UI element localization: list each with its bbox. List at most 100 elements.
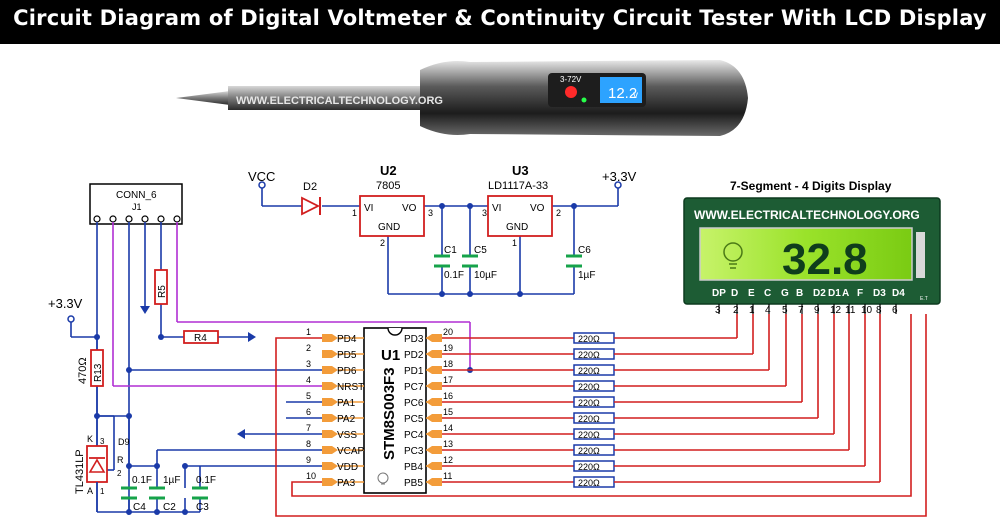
u3-pin-gnd: 1 bbox=[512, 238, 517, 248]
mcu-left-pins: 1PD42PD53PD64NRST5PA16PA27VSS8VCAP9VDD10… bbox=[306, 327, 365, 489]
c1-ref: C1 bbox=[444, 245, 457, 256]
u2-part: 7805 bbox=[376, 180, 400, 192]
mcu-pin-marker bbox=[426, 478, 442, 486]
c4-ref: C4 bbox=[133, 502, 146, 513]
mcu-left-pin-name: PD6 bbox=[337, 366, 357, 377]
display-bezel-tab bbox=[916, 232, 925, 278]
ground-arrow-r4 bbox=[248, 332, 256, 342]
c5-value: 10µF bbox=[474, 270, 497, 281]
mcu-left-pin-name: PD5 bbox=[337, 350, 357, 361]
v33-left-terminal bbox=[67, 315, 75, 323]
regulator-u2 bbox=[359, 195, 425, 237]
mcu-right-pin-number: 17 bbox=[443, 375, 453, 385]
segment-resistor-label: 220Ω bbox=[578, 446, 600, 456]
mcu-left-pin-name: PA1 bbox=[337, 398, 356, 409]
mcu-right-pin-number: 13 bbox=[443, 439, 453, 449]
mcu-left-pin-name: VSS bbox=[337, 430, 357, 441]
u2-pin-out: 3 bbox=[428, 208, 433, 218]
r5-label: R5 bbox=[157, 285, 168, 298]
segment-resistor-label: 220Ω bbox=[578, 414, 600, 424]
mcu-u1 bbox=[363, 327, 427, 494]
mcu-left-pin-number: 1 bbox=[306, 327, 311, 337]
display-pin-number: 3 bbox=[715, 305, 721, 316]
mcu-right-pin-number: 20 bbox=[443, 327, 453, 337]
mcu-left-pin-number: 5 bbox=[306, 391, 311, 401]
resistor-r13 bbox=[90, 349, 104, 387]
mcu-left-pin-number: 10 bbox=[306, 471, 316, 481]
tl431-label: TL431LP bbox=[74, 449, 86, 494]
bottom-capacitors bbox=[121, 486, 208, 500]
mcu-left-pin-name: NRST bbox=[337, 382, 364, 393]
mcu-left-pin-name: VCAP bbox=[337, 446, 365, 457]
display-pin-number: 9 bbox=[814, 305, 820, 316]
r4-label: R4 bbox=[194, 333, 207, 344]
mcu-pin-marker bbox=[426, 350, 442, 358]
display-segment-label: C bbox=[764, 288, 771, 299]
u3-pin-in: 3 bbox=[482, 208, 487, 218]
mcu-pin-marker bbox=[322, 462, 338, 470]
diode-d2-label: D2 bbox=[303, 181, 317, 193]
display-segment-label: D bbox=[731, 288, 738, 299]
display-segment-label: B bbox=[796, 288, 803, 299]
mcu-pin-marker bbox=[322, 430, 338, 438]
mcu-right-pin-number: 11 bbox=[443, 471, 452, 481]
c6-value: 1µF bbox=[578, 270, 595, 281]
ground-arrow-connector bbox=[140, 306, 150, 314]
mcu-part: STM8S003F3 bbox=[381, 367, 398, 460]
connector-name: CONN_6 bbox=[116, 190, 157, 201]
mcu-pin-marker bbox=[322, 478, 338, 486]
mcu-pin-marker bbox=[322, 382, 338, 390]
display-segment-label: D2 bbox=[813, 288, 826, 299]
segment-resistor-label: 220Ω bbox=[578, 382, 600, 392]
mcu-pin-marker bbox=[426, 446, 442, 454]
mcu-pin-marker bbox=[426, 398, 442, 406]
mcu-ref: U1 bbox=[381, 347, 400, 364]
display-pin-number: 7 bbox=[798, 305, 804, 316]
v33-terminal bbox=[614, 181, 622, 189]
mcu-right-pin-name: PD1 bbox=[404, 366, 424, 377]
tl431-reference bbox=[86, 445, 108, 483]
u2-vi: VI bbox=[364, 203, 373, 214]
segment-resistor-label: 220Ω bbox=[578, 350, 600, 360]
vcc-label: VCC bbox=[248, 169, 275, 184]
tester-product-image bbox=[176, 60, 748, 136]
display-pin-number: 10 bbox=[861, 305, 873, 316]
resistor-r5 bbox=[154, 269, 168, 305]
c2-value: 1µF bbox=[163, 475, 180, 486]
mcu-pin-marker bbox=[322, 366, 338, 374]
mcu-right-pin-name: PC5 bbox=[404, 414, 424, 425]
mcu-left-pin-number: 9 bbox=[306, 455, 311, 465]
display-watermark: WWW.ELECTRICALTECHNOLOGY.ORG bbox=[694, 208, 920, 222]
u3-pin-out: 2 bbox=[556, 208, 561, 218]
mcu-left-pin-number: 6 bbox=[306, 407, 311, 417]
display-pin-number: 12 bbox=[830, 305, 842, 316]
power-capacitors bbox=[434, 254, 582, 268]
display-segment-label: G bbox=[781, 288, 789, 299]
tl431-k: K bbox=[87, 434, 93, 444]
segment-wire-pa3 bbox=[291, 314, 912, 497]
mcu-right-pin-name: PC7 bbox=[404, 382, 424, 393]
display-segment-label: DP bbox=[712, 288, 726, 299]
display-segment-label: A bbox=[842, 288, 849, 299]
tl431-pin3: 3 bbox=[100, 437, 105, 446]
display-segment-label: F bbox=[857, 288, 863, 299]
mcu-left-pin-name: VDD bbox=[337, 462, 358, 473]
tl431-d9: D9 bbox=[118, 437, 130, 447]
mcu-pin-marker bbox=[426, 334, 442, 342]
tester-watermark: WWW.ELECTRICALTECHNOLOGY.ORG bbox=[236, 95, 443, 107]
vcc-terminal bbox=[258, 181, 266, 189]
display-heading: 7-Segment - 4 Digits Display bbox=[730, 179, 892, 193]
c1-value: 0.1F bbox=[444, 270, 464, 281]
power-wiring bbox=[261, 188, 619, 295]
mcu-right-pin-number: 19 bbox=[443, 343, 453, 353]
display-pin-number: 2 bbox=[733, 305, 739, 316]
u2-gnd: GND bbox=[378, 222, 400, 233]
mcu-right-pin-number: 18 bbox=[443, 359, 453, 369]
mcu-pin-marker bbox=[426, 414, 442, 422]
power-junctions bbox=[439, 203, 577, 297]
mcu-left-pin-number: 3 bbox=[306, 359, 311, 369]
segment-resistor-label: 220Ω bbox=[578, 334, 600, 344]
u2-ref: U2 bbox=[380, 163, 397, 178]
c5-ref: C5 bbox=[474, 245, 487, 256]
